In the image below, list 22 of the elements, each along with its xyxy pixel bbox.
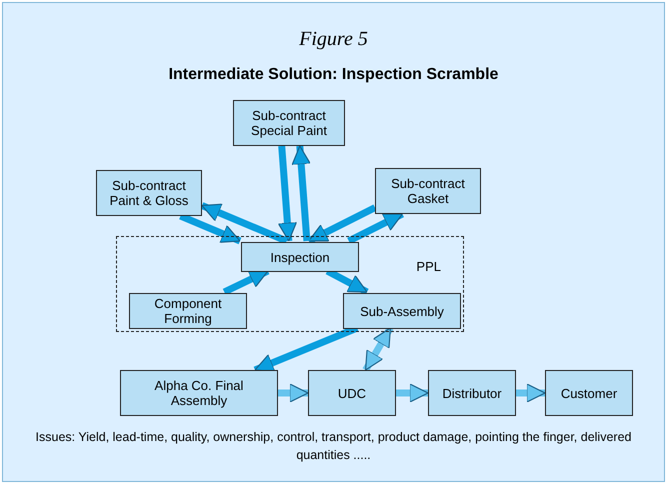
process-box: Customer	[545, 370, 633, 416]
dashed-boundary	[116, 236, 464, 332]
figure-number: Figure 5	[299, 28, 368, 50]
process-box: Inspection	[241, 242, 359, 272]
process-box: Sub-contract Special Paint	[233, 100, 345, 146]
process-box: Sub-contract Gasket	[375, 168, 481, 214]
process-box: Distributor	[428, 370, 516, 416]
arrow	[396, 383, 429, 403]
diagram-title: Intermediate Solution: Inspection Scramble	[168, 66, 498, 83]
process-box: Alpha Co. Final Assembly	[120, 370, 278, 416]
process-box: Component Forming	[129, 293, 247, 329]
arrow	[200, 202, 288, 244]
caption: Issues: Yield, lead-time, quality, ownership, control, transport, product damage, pointing the finger, delivered quantities .....	[36, 430, 632, 462]
arrow	[516, 383, 546, 403]
process-box: Sub-Assembly	[343, 293, 461, 329]
arrow	[292, 145, 311, 242]
process-box: Sub-contract Paint & Gloss	[96, 170, 202, 216]
process-box: UDC	[308, 370, 396, 416]
group-label: PPL	[416, 259, 441, 274]
arrow	[307, 204, 377, 244]
arrow	[278, 146, 298, 242]
arrow	[278, 383, 309, 403]
